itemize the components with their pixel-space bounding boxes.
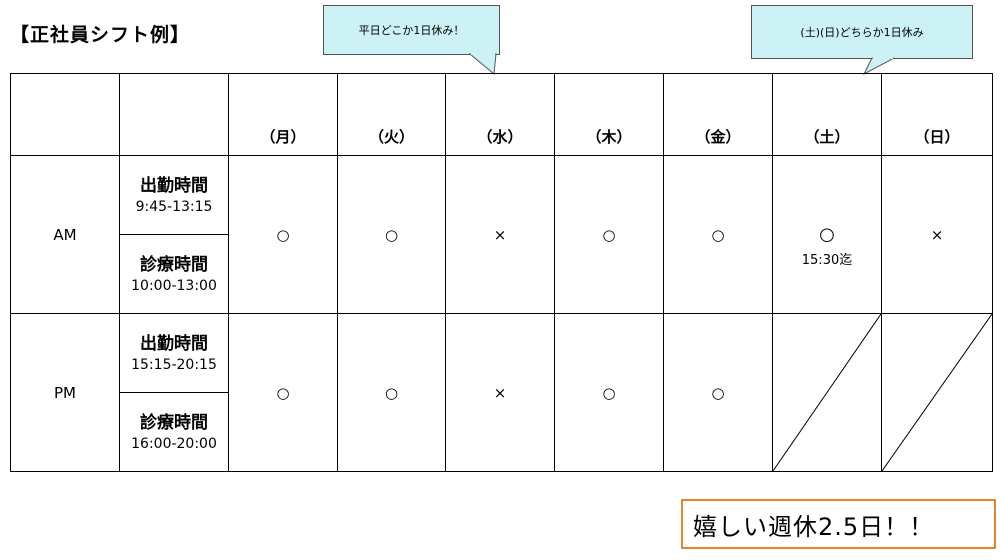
am-clinic-cell: 診療時間 10:00-13:00 <box>119 234 229 314</box>
callout-weekend: (土)(日)どちらか1日休み <box>751 5 973 59</box>
day-wed: （水） <box>445 73 555 156</box>
diagonal-slash-icon <box>882 314 992 471</box>
day-thu: （木） <box>554 73 664 156</box>
am-work-cell: 出勤時間 9:45-13:15 <box>119 155 229 235</box>
callout-weekend-text: (土)(日)どちらか1日休み <box>800 26 924 39</box>
pm-clinic-label: 診療時間 <box>140 413 208 433</box>
am-mark-thu: ○ <box>554 155 664 314</box>
am-clinic-row: 診療時間 10:00-13:00 <box>11 234 993 314</box>
day-sun: （日） <box>881 73 993 156</box>
pm-sun-slash <box>881 313 993 472</box>
pm-sat-slash <box>772 313 882 472</box>
day-tue: （火） <box>337 73 446 156</box>
am-label: AM <box>10 155 120 314</box>
am-work-label: 出勤時間 <box>140 176 208 196</box>
am-mark-wed: × <box>445 155 555 314</box>
am-mark-tue: ○ <box>337 155 446 314</box>
callout-weekend-tail <box>862 57 895 76</box>
am-sat-cell: ○ 15:30迄 <box>772 155 882 314</box>
day-fri: （金） <box>663 73 773 156</box>
holiday-highlight-box: 嬉しい週休2.5日！！ <box>681 499 996 549</box>
shift-table: （月） （火） （水） （木） （金） （土） （日） AM 出勤時間 9:45… <box>10 73 993 472</box>
am-work-row: AM 出勤時間 9:45-13:15 ○ ○ × ○ ○ ○ 15:30迄 × <box>10 155 993 314</box>
am-sat-note: 15:30迄 <box>801 252 853 268</box>
pm-clinic-row: 診療時間 16:00-20:00 <box>11 392 993 472</box>
am-clinic-time: 10:00-13:00 <box>131 278 217 294</box>
pm-mark-tue: ○ <box>337 313 446 472</box>
am-mark-sat: ○ <box>819 223 835 245</box>
pm-mark-fri: ○ <box>663 313 773 472</box>
am-clinic-label: 診療時間 <box>140 255 208 275</box>
pm-mark-wed: × <box>445 313 555 472</box>
pm-work-label: 出勤時間 <box>140 334 208 354</box>
diagonal-slash-icon <box>773 314 881 471</box>
am-mark-mon: ○ <box>228 155 338 314</box>
am-mark-sun: × <box>881 155 993 314</box>
am-work-time: 9:45-13:15 <box>135 199 213 215</box>
pm-clinic-cell: 診療時間 16:00-20:00 <box>119 392 229 472</box>
pm-work-time: 15:15-20:15 <box>131 357 217 373</box>
pm-mark-mon: ○ <box>228 313 338 472</box>
pm-clinic-time: 16:00-20:00 <box>131 436 217 452</box>
callout-weekday-tail <box>468 53 497 75</box>
day-mon: （月） <box>228 73 338 156</box>
header-row: （月） （火） （水） （木） （金） （土） （日） <box>10 73 993 156</box>
header-blank-2 <box>119 73 229 156</box>
day-sat: （土） <box>772 73 882 156</box>
page-title: 【正社員シフト例】 <box>10 24 191 46</box>
pm-work-row: PM 出勤時間 15:15-20:15 ○ ○ × ○ ○ <box>10 313 993 472</box>
pm-work-cell: 出勤時間 15:15-20:15 <box>119 313 229 393</box>
pm-label: PM <box>10 313 120 472</box>
holiday-highlight-text: 嬉しい週休2.5日！！ <box>693 512 935 541</box>
header-blank-1 <box>10 73 120 156</box>
callout-weekday: 平日どこか1日休み！ <box>323 5 500 55</box>
callout-weekday-text: 平日どこか1日休み！ <box>358 24 465 37</box>
pm-mark-thu: ○ <box>554 313 664 472</box>
am-mark-fri: ○ <box>663 155 773 314</box>
